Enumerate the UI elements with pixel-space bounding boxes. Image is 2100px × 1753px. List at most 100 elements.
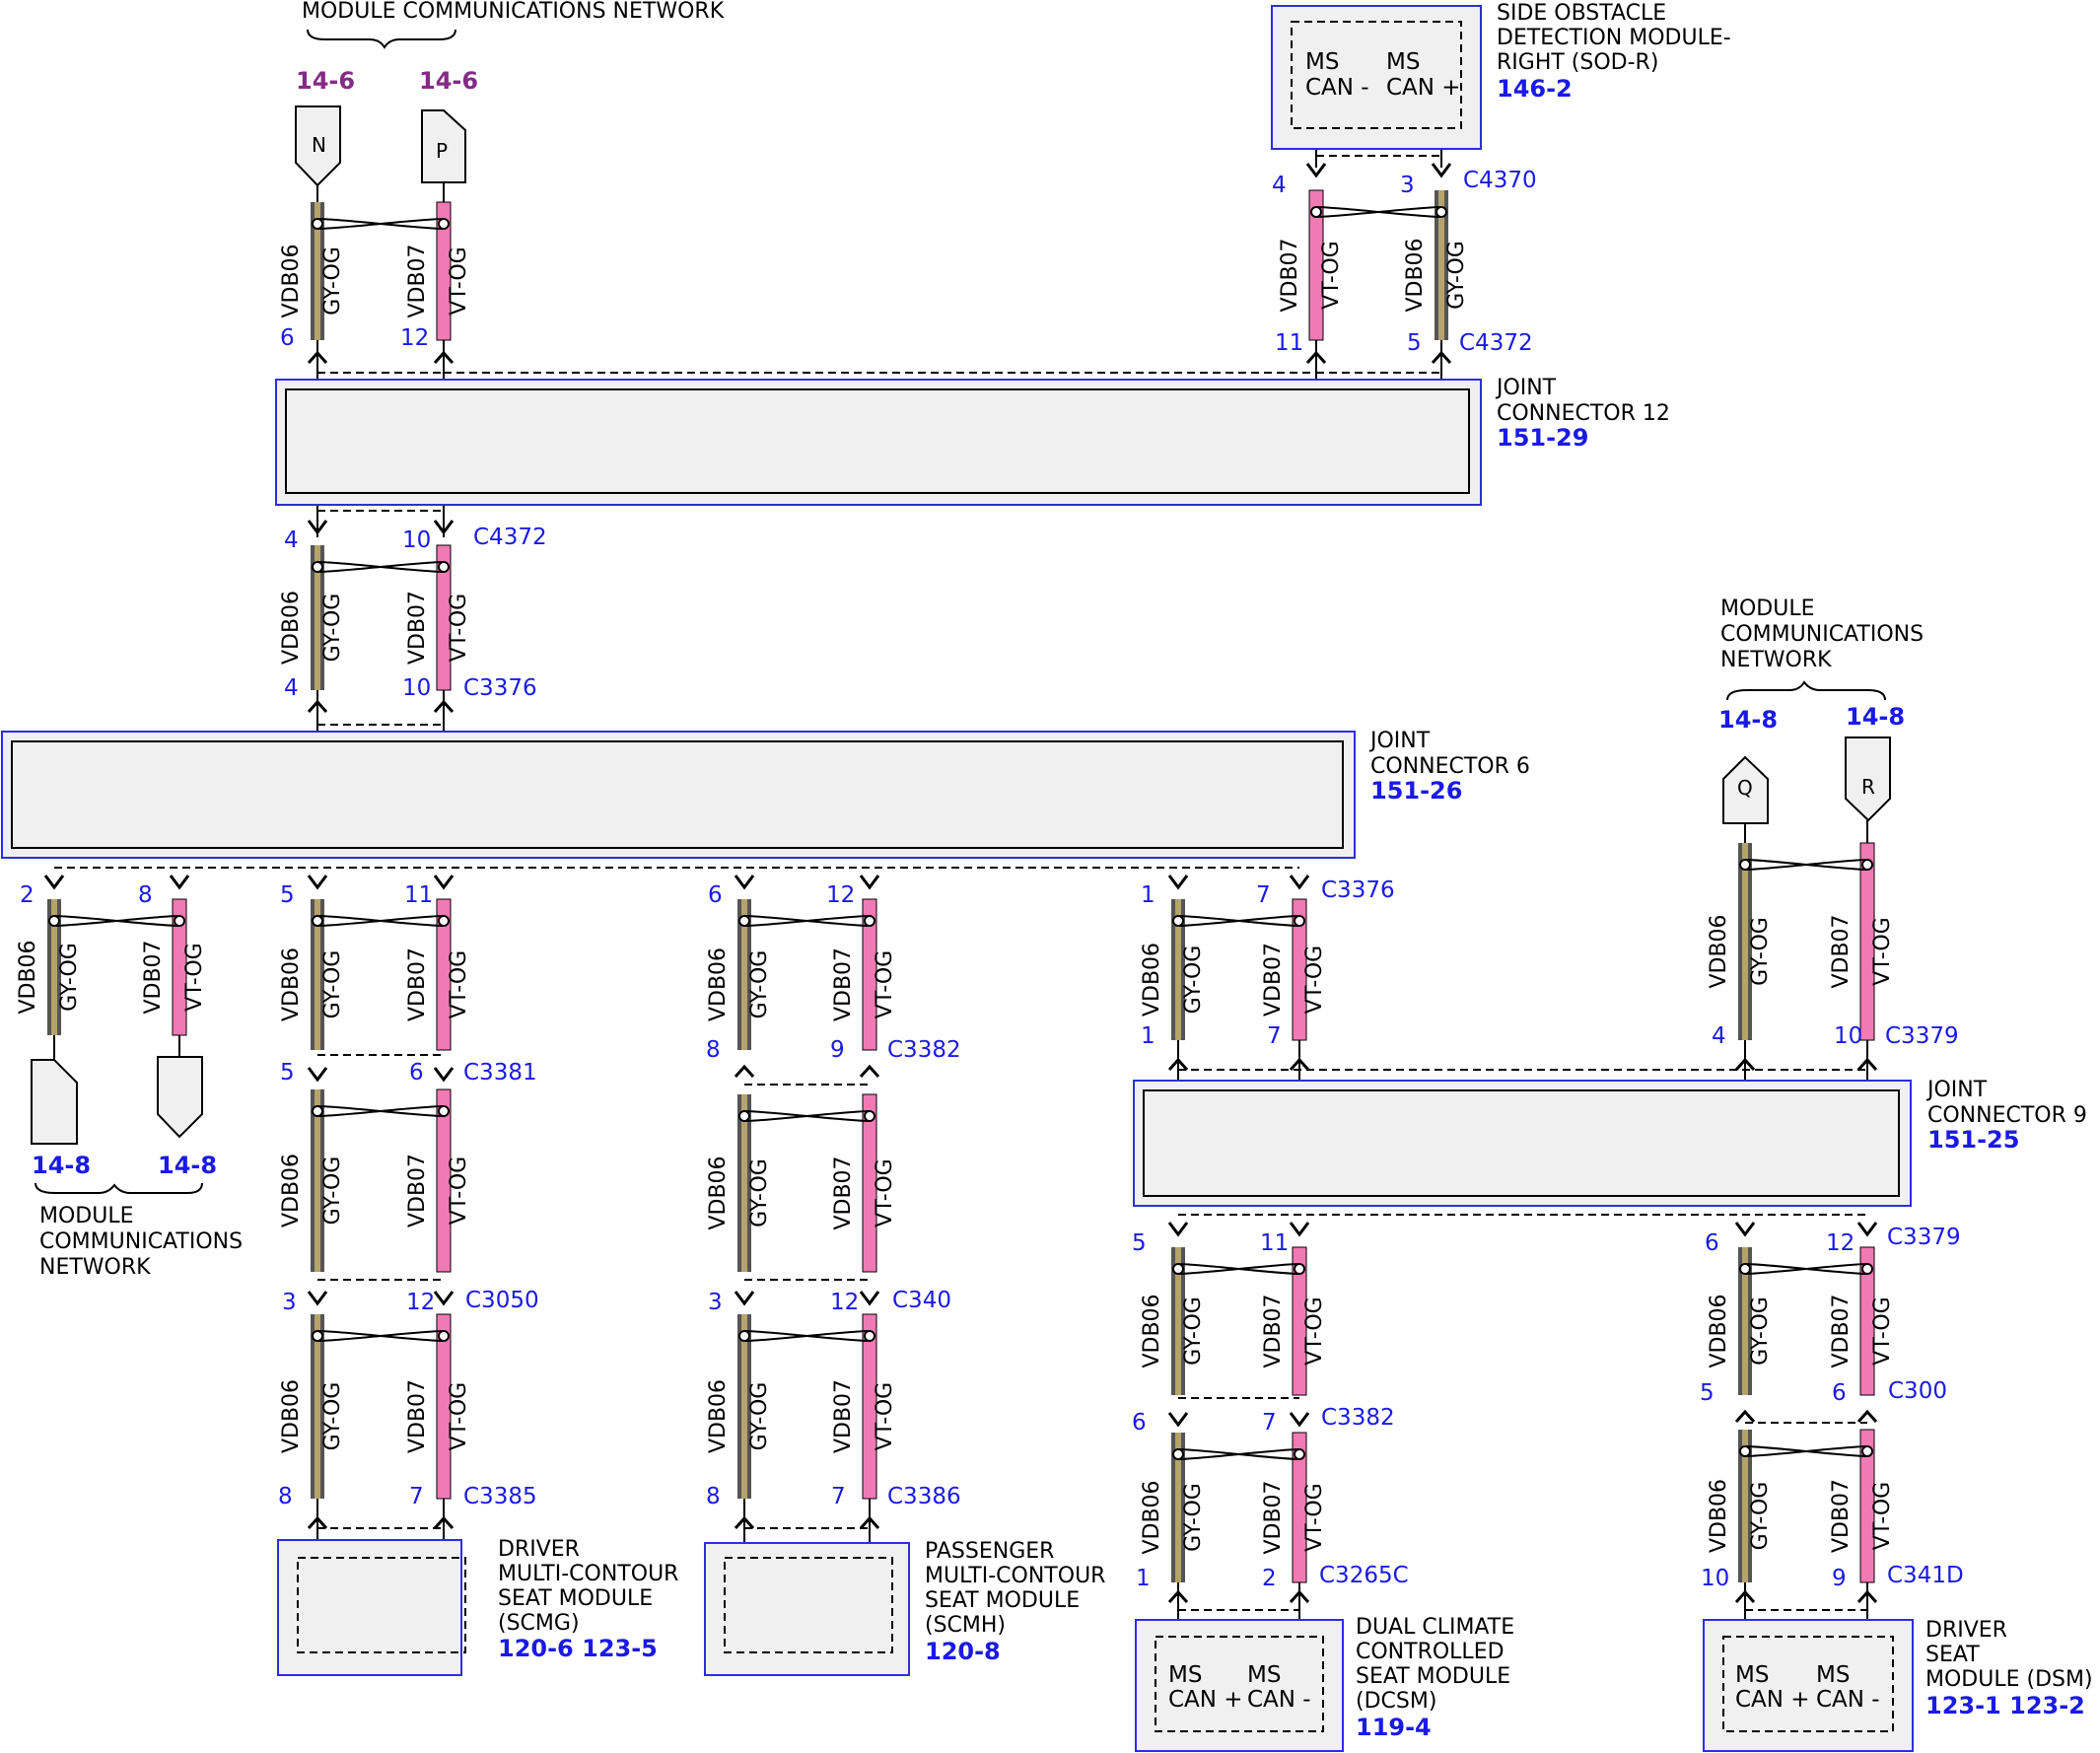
twist-loop <box>312 1330 323 1342</box>
pin-label: 8 <box>706 1037 721 1063</box>
pin-label: 5 <box>280 882 295 908</box>
wire-label: VDB07 <box>1829 914 1854 988</box>
scmh-box <box>704 1542 910 1676</box>
tag-q: Q <box>1737 776 1753 800</box>
wire-label: VDB06 <box>1140 943 1164 1017</box>
dsm-inner <box>1722 1636 1894 1732</box>
dsm-ref: 123-1 123-2 <box>1925 1692 2085 1719</box>
wire-label: GY-OG <box>1748 917 1773 986</box>
twisted-pair <box>1177 1448 1300 1460</box>
right-network-l1: MODULE <box>1720 596 1815 621</box>
terminal-female <box>734 1291 755 1306</box>
jc9-ref: 151-25 <box>1927 1126 2019 1154</box>
wire-label: VT-OG <box>447 246 471 315</box>
pin-label: 7 <box>1267 1023 1282 1049</box>
twisted-pair <box>1177 915 1300 927</box>
pin-label: 12 <box>406 1290 435 1315</box>
terminal-female <box>1167 1222 1189 1237</box>
twist-loop <box>48 915 60 927</box>
wire-label: VT-OG <box>1870 917 1895 985</box>
scmh-label-4: (SCMH) <box>925 1613 1006 1638</box>
connector-tag-n <box>295 105 341 187</box>
twist-loop <box>438 1330 450 1342</box>
terminal-female <box>169 875 190 890</box>
terminal-male <box>1856 1057 1878 1072</box>
twist-loop <box>864 1330 875 1342</box>
wire-label: VDB06 <box>16 940 40 1014</box>
terminal-female <box>433 1067 455 1083</box>
terminal-male <box>433 350 455 365</box>
wire-label: VT-OG <box>447 1157 471 1225</box>
wire-vt-og <box>1292 1432 1307 1583</box>
twist-loop <box>312 915 323 927</box>
twisted-pair <box>316 1105 445 1117</box>
pin-label: 6 <box>409 1060 424 1086</box>
pin-label: 7 <box>1262 1410 1277 1436</box>
terminal-male <box>1289 1057 1310 1072</box>
terminal-male <box>1734 1589 1756 1604</box>
scmh-label-2: MULTI-CONTOUR <box>925 1564 1105 1588</box>
terminal-female <box>1856 1222 1878 1237</box>
twist-loop <box>738 915 750 927</box>
jc6-inner <box>11 740 1344 849</box>
wire-label: VDB07 <box>1261 1294 1286 1367</box>
wire-vt-og <box>436 1313 452 1500</box>
terminal-male <box>1734 1057 1756 1072</box>
connector-label: C340 <box>892 1288 951 1313</box>
wire-label: VDB07 <box>1261 943 1286 1017</box>
wire-gy-og-core <box>315 545 320 690</box>
connector-label: C4372 <box>473 525 547 550</box>
terminal-female <box>307 520 328 535</box>
wire-label: VT-OG <box>1870 1297 1895 1365</box>
dcsm-label-2: CONTROLLED <box>1356 1640 1505 1664</box>
wire-vt-og <box>1859 1246 1875 1396</box>
twist-loop <box>1172 915 1184 927</box>
pin-label: 10 <box>402 675 431 701</box>
sodr-can-plus: CAN + <box>1386 75 1461 101</box>
wire-label: VDB06 <box>1707 914 1731 988</box>
wire-gy-og-core <box>315 899 320 1050</box>
ref-n: 14-6 <box>296 67 355 95</box>
connector-label: C3379 <box>1887 1225 1961 1250</box>
sodr-label-2: DETECTION MODULE- <box>1497 26 1731 50</box>
wire-vt-og <box>1308 189 1324 341</box>
twisted-pair <box>743 1330 871 1342</box>
scmg-label-1: DRIVER <box>498 1537 580 1562</box>
dsm-ms-2: MS <box>1816 1662 1850 1688</box>
pin-label: 5 <box>280 1060 295 1086</box>
wire-label: VT-OG <box>1302 946 1327 1014</box>
wire-gy-og-core <box>1438 190 1444 340</box>
connector-label: C3265C <box>1319 1563 1409 1588</box>
wire-label: VDB07 <box>1261 1480 1286 1554</box>
terminal-male <box>1167 1589 1189 1604</box>
pin-label: 1 <box>1141 1023 1155 1049</box>
pin-label: 9 <box>830 1037 845 1063</box>
terminal-female <box>859 1291 880 1306</box>
twist-loop <box>174 915 185 927</box>
terminal-male <box>1856 1409 1878 1424</box>
dcsm-can-plus: CAN + <box>1168 1687 1243 1713</box>
sodr-ms-2: MS <box>1386 49 1420 75</box>
terminal-female <box>1167 1412 1189 1428</box>
wire-label: GY-OG <box>1748 1297 1773 1366</box>
wire-label: VT-OG <box>1302 1483 1327 1551</box>
wire-label: GY-OG <box>320 1382 345 1451</box>
connector-tips <box>43 163 1878 1604</box>
connector-tag-left-b <box>157 1056 203 1139</box>
connector-label: C3379 <box>1885 1023 1959 1049</box>
terminal-male <box>307 1515 328 1530</box>
twisted-pair <box>1744 1263 1868 1275</box>
twisted-pair <box>316 1330 445 1342</box>
terminal-female <box>734 875 755 890</box>
twist-loop <box>1435 206 1447 218</box>
twist-loop <box>438 218 450 230</box>
jc12-label-1: JOINT <box>1495 376 1557 400</box>
terminal-female <box>307 1067 328 1083</box>
connector-label: C3376 <box>1321 877 1395 903</box>
dcsm-ms-1: MS <box>1168 1662 1202 1688</box>
terminal-female <box>433 520 455 535</box>
wire-label: VDB07 <box>405 1379 430 1453</box>
terminal-male <box>433 699 455 714</box>
twisted-pair <box>743 1110 871 1122</box>
